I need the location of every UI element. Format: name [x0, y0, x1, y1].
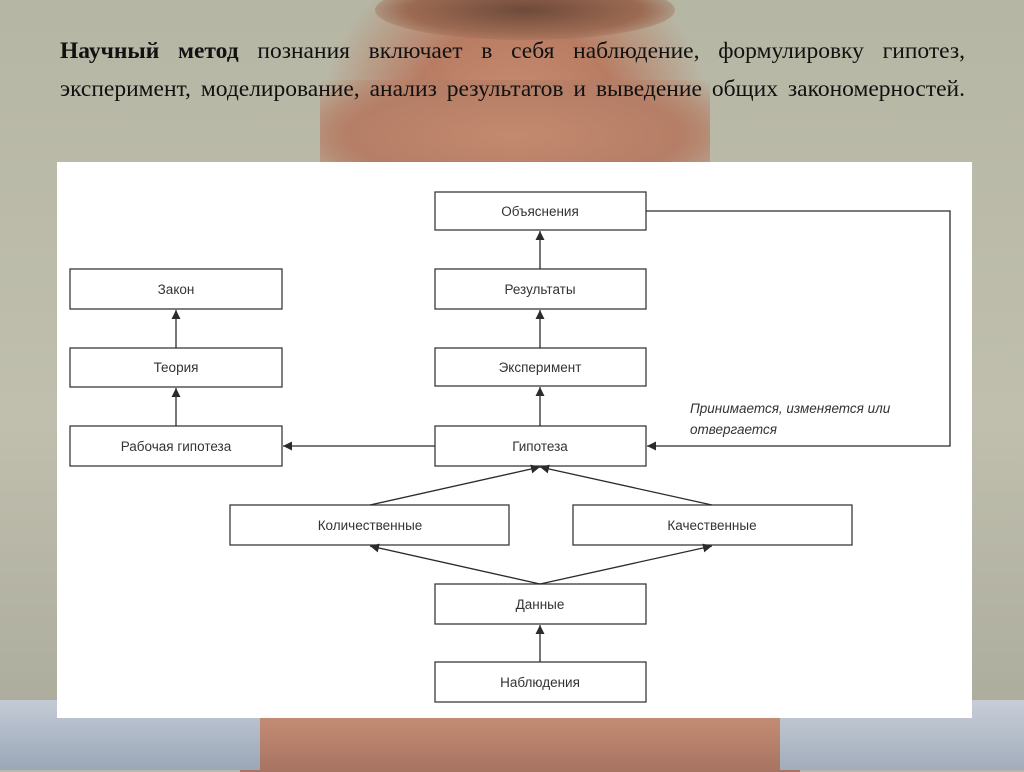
arrow-qualitative-to-hypothesis: [539, 464, 713, 506]
label-theory: Теория: [154, 360, 199, 375]
feedback-label-line1: Принимается, изменяется или: [690, 401, 891, 416]
slide-heading: Научный метод познания включает в себя н…: [60, 32, 965, 108]
box-data: [434, 583, 647, 625]
box-quantitative: [229, 504, 510, 546]
arrow-feedback-loop: [646, 210, 951, 451]
flowchart: Объяснения Результаты Эксперимент Гипоте…: [69, 191, 951, 703]
label-experiment: Эксперимент: [499, 360, 582, 375]
label-results: Результаты: [504, 282, 575, 297]
box-theory: [69, 347, 283, 388]
box-law: [69, 268, 283, 310]
label-quantitative: Количественные: [318, 518, 423, 533]
label-data: Данные: [516, 597, 565, 612]
heading-text: познания включает в себя наблюдение, фор…: [60, 38, 966, 102]
feedback-label-line2: отвергается: [690, 422, 777, 437]
box-qualitative: [572, 504, 853, 546]
box-results: [434, 268, 647, 310]
heading-bold-term: Научный метод: [60, 38, 239, 64]
box-working-hypothesis: [69, 425, 283, 467]
arrow-data-to-qualitative: [539, 543, 713, 585]
label-explanations: Объяснения: [501, 204, 579, 219]
diagram-panel: Объяснения Результаты Эксперимент Гипоте…: [57, 162, 972, 718]
label-qualitative: Качественные: [667, 518, 756, 533]
label-law: Закон: [158, 282, 195, 297]
background-chin: [240, 712, 800, 772]
arrow-quantitative-to-hypothesis: [369, 464, 541, 506]
arrow-data-to-quantitative: [369, 543, 541, 585]
label-hypothesis: Гипотеза: [512, 439, 568, 454]
label-observations: Наблюдения: [500, 675, 580, 690]
label-working-hypothesis: Рабочая гипотеза: [121, 439, 232, 454]
